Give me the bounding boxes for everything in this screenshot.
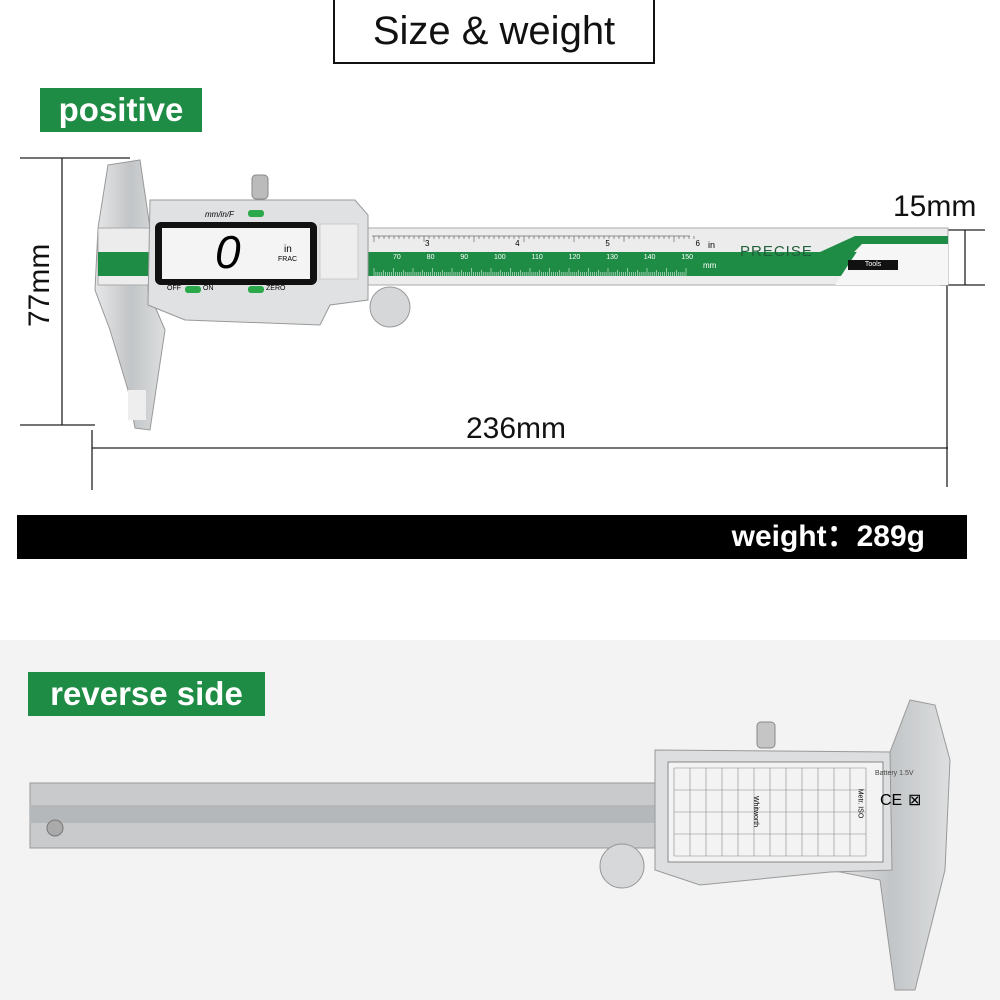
mm-mark: 100 [494,254,506,261]
mm-mark: 110 [531,254,543,261]
inch-mark: 6 [695,239,700,248]
positive-label: positive [40,88,202,132]
thickness-dimension: 15mm [893,190,977,223]
mode-button-label: mm/in/F [205,210,234,219]
on-off-button [185,286,201,293]
caliper-front-drawing [20,157,985,490]
weight-text: weight：289g [731,520,925,553]
mm-scale: 70 80 90 100 110 120 130 140 150 [393,254,693,261]
inch-mark: 5 [605,239,610,248]
brand-tag: Tools [848,260,898,270]
mm-mark: 70 [393,254,401,261]
mm-unit: mm [703,261,717,270]
weee-icon: ⊠ [908,792,922,809]
off-label: OFF [167,285,181,292]
page-title: Size & weight [333,0,655,64]
inch-unit: in [708,240,716,250]
mm-mark: 120 [568,254,581,261]
length-dimension: 236mm [466,412,567,445]
mm-mark: 150 [681,254,693,261]
zero-label: ZERO [266,285,286,292]
on-label: ON [203,285,214,292]
mm-mark: 140 [643,254,656,261]
height-dimension: 77mm [23,243,56,327]
weight-bar: weight：289g [17,515,967,559]
thumb-screw [251,174,269,200]
mm-mark: 130 [606,254,618,261]
mm-mark: 80 [426,254,435,261]
lcd-unit: in [284,244,292,255]
table-title: Metr. ISO [856,788,864,819]
mode-button [248,210,264,217]
lcd-value: 0 [215,226,241,278]
lcd-screen [162,228,310,279]
battery-label: Battery 1.5V [875,770,914,777]
mm-mark: 90 [460,254,469,261]
inch-scale: 3 4 5 6 [425,239,700,248]
zero-button [248,286,264,293]
table-subtitle: Whitworth [752,795,760,828]
inch-mark: 3 [425,239,430,248]
inch-mark: 4 [515,239,520,248]
dimension-lines [20,157,985,490]
lcd-mode: FRAC [278,256,298,263]
reverse-label: reverse side [28,672,265,716]
thumb-wheel [369,286,411,328]
brand-text: PRECISE [740,243,813,260]
ce-mark: CE [880,792,903,809]
